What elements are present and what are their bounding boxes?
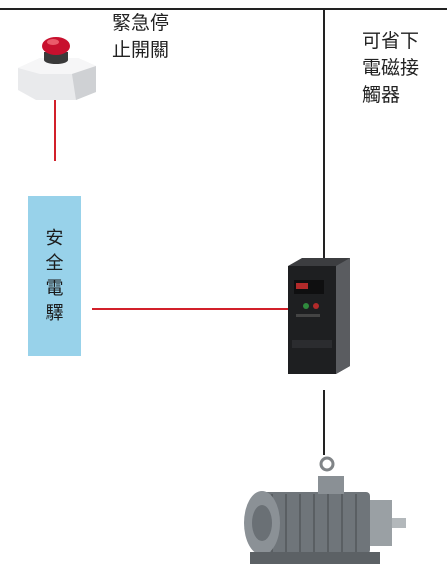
contactor-note: 可省下 電磁接 觸器: [362, 28, 419, 109]
safety-relay-label: 安全電驛: [45, 228, 64, 324]
emergency-stop-label-line1: 緊急停: [112, 12, 170, 34]
emergency-stop-label: 緊急停 止開關: [112, 10, 169, 64]
emergency-stop-button-icon: [18, 37, 96, 100]
electric-motor-icon: [244, 456, 406, 564]
contactor-note-line3: 觸器: [362, 84, 401, 106]
safety-relay-box: 安全電驛: [28, 196, 81, 356]
contactor-note-line2: 電磁接: [362, 57, 420, 79]
inverter-drive-icon: [288, 258, 350, 374]
emergency-stop-label-line2: 止開關: [112, 39, 170, 61]
contactor-note-line1: 可省下: [362, 30, 420, 52]
